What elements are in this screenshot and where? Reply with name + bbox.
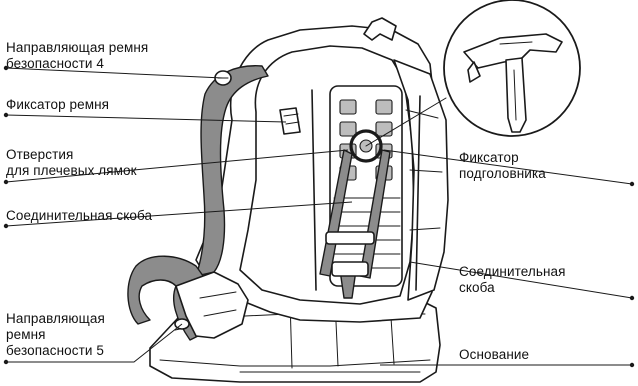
label-line: Фиксатор [459,150,546,166]
label-base: Основание [459,347,529,363]
label-belt-lock: Фиксатор ремня [6,97,109,113]
label-line: подголовника [459,166,546,182]
label-line: скоба [459,280,566,296]
label-line: ремня [6,327,105,343]
label-line: безопасности 5 [6,343,105,359]
label-line: Направляющая ремня [6,40,148,56]
label-line: безопасности 4 [6,56,148,72]
label-line: для плечевых лямок [6,163,137,179]
label-line: Фиксатор ремня [6,97,109,113]
label-line: Соединительная скоба [6,208,152,224]
seat-shell [196,18,448,322]
label-line: Направляющая [6,311,105,327]
label-belt-guide-5: Направляющая ремня безопасности 5 [6,311,105,359]
label-connector-right: Соединительная скоба [459,264,566,296]
label-line: Соединительная [459,264,566,280]
label-belt-guide-4: Направляющая ремня безопасности 4 [6,40,148,72]
belt-lock-clip [280,108,300,134]
label-line: Отверстия [6,147,137,163]
label-line: Основание [459,347,529,363]
label-connector-left: Соединительная скоба [6,208,152,224]
label-shoulder-strap-holes: Отверстия для плечевых лямок [6,147,137,179]
label-headrest-lock: Фиксатор подголовника [459,150,546,182]
